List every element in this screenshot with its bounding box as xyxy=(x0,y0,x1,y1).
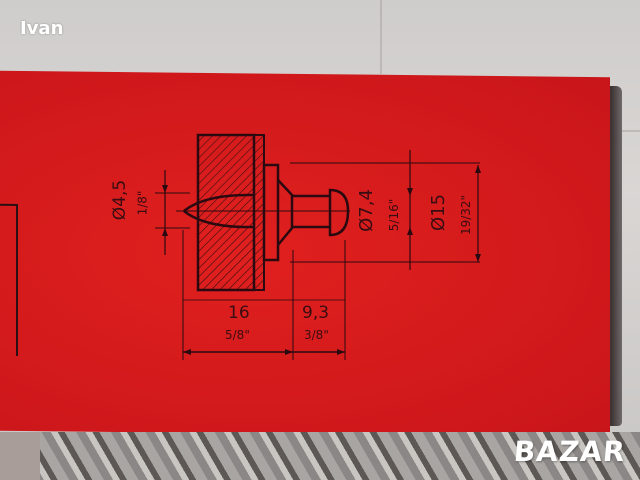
user-watermark: Ivan xyxy=(20,18,64,39)
background-crack xyxy=(380,0,382,74)
dim-penetration-imperial: 5/8" xyxy=(225,328,250,342)
metal-rivets xyxy=(0,432,640,480)
dim-shank-diameter-imperial: 5/16" xyxy=(387,198,402,232)
dim-point-diameter-metric: Ø4,5 xyxy=(110,179,131,221)
dim-washer-diameter-metric: Ø15 xyxy=(428,193,450,232)
dim-penetration-metric: 16 xyxy=(228,303,250,323)
site-logo-watermark: BAZAR xyxy=(513,435,628,468)
dim-point-diameter-imperial: 1/8" xyxy=(135,190,150,216)
dim-shank-diameter-metric: Ø7,4 xyxy=(355,189,377,232)
background-crack xyxy=(620,130,640,132)
dim-head-imperial: 3/8" xyxy=(304,328,329,342)
dim-washer-diameter-imperial: 19/32" xyxy=(459,194,474,236)
table-surface xyxy=(0,432,40,480)
dim-head-metric: 9,3 xyxy=(302,303,330,323)
